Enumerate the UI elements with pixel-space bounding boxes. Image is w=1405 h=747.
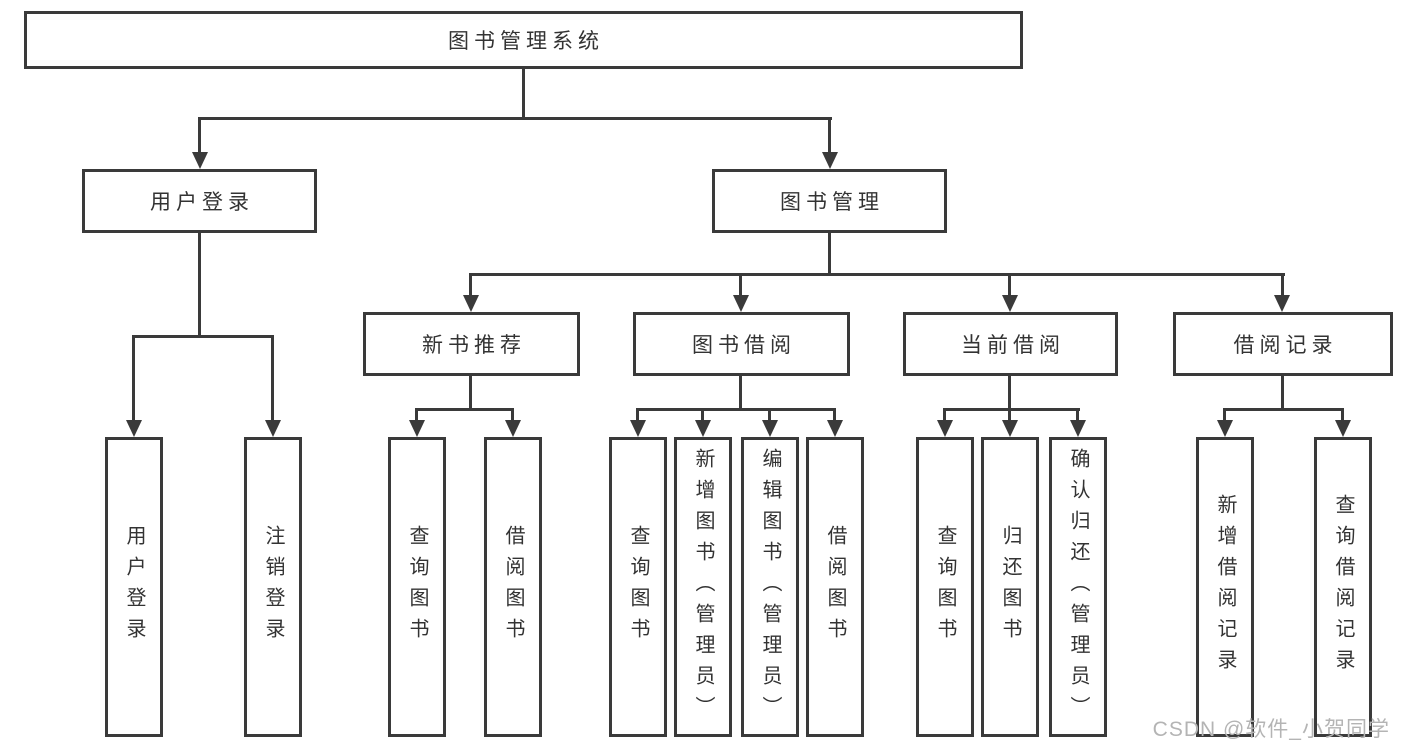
connector-line [1008,273,1011,297]
arrow-down-icon [695,420,711,437]
leaf-edit-book-admin: 编辑图书︵管理员︶ [741,437,799,737]
arrow-down-icon [505,420,521,437]
connector-line [415,408,514,411]
connector-line [739,376,742,408]
connector-line [1223,408,1226,421]
connector-line [132,335,274,338]
node-current-borrowing: 当前借阅 [903,312,1118,376]
connector-line [271,335,274,420]
arrow-down-icon [409,420,425,437]
leaf-query-books-current: 查询图书 [916,437,974,737]
connector-line [636,408,836,411]
arrow-down-icon [1274,295,1290,312]
arrow-down-icon [822,152,838,169]
node-book-borrowing: 图书借阅 [633,312,850,376]
connector-line [511,408,514,421]
leaf-add-borrow-record: 新增借阅记录 [1196,437,1254,737]
arrow-down-icon [463,295,479,312]
connector-line [415,408,418,421]
connector-line [943,408,946,421]
arrow-down-icon [630,420,646,437]
leaf-query-borrow-record: 查询借阅记录 [1314,437,1372,737]
connector-line [132,335,135,420]
leaf-return-book: 归还图书 [981,437,1039,737]
leaf-user-login: 用户登录 [105,437,163,737]
leaf-confirm-return-admin: 确认归还︵管理员︶ [1049,437,1107,737]
arrow-down-icon [762,420,778,437]
node-borrowing-records: 借阅记录 [1173,312,1393,376]
connector-line [636,408,639,421]
connector-line [828,117,831,153]
connector-line [828,233,831,273]
connector-line [1223,408,1344,411]
leaf-borrow-books-recommend: 借阅图书 [484,437,542,737]
connector-line [469,376,472,408]
arrow-down-icon [733,295,749,312]
arrow-down-icon [937,420,953,437]
arrow-down-icon [192,152,208,169]
leaf-add-book-admin: 新增图书︵管理员︶ [674,437,732,737]
leaf-query-books-recommend: 查询图书 [388,437,446,737]
leaf-logout: 注销登录 [244,437,302,737]
watermark-text: CSDN @软件_小贺同学 [1152,718,1390,741]
node-user-login: 用户登录 [82,169,317,233]
connector-line [768,408,771,421]
node-book-management: 图书管理 [712,169,947,233]
arrow-down-icon [1217,420,1233,437]
leaf-query-books-borrow: 查询图书 [609,437,667,737]
connector-line [1008,376,1011,408]
connector-line [1341,408,1344,421]
connector-line [469,273,1285,276]
connector-line [1281,376,1284,408]
connector-line [1008,408,1011,421]
arrow-down-icon [1002,420,1018,437]
arrow-down-icon [827,420,843,437]
connector-line [469,273,472,297]
connector-line [198,117,832,120]
connector-line [522,69,525,117]
arrow-down-icon [1002,295,1018,312]
leaf-borrow-books-borrow: 借阅图书 [806,437,864,737]
arrow-down-icon [126,420,142,437]
arrow-down-icon [265,420,281,437]
node-root: 图书管理系统 [24,11,1023,69]
connector-line [198,117,201,153]
connector-line [943,408,1080,411]
arrow-down-icon [1070,420,1086,437]
arrow-down-icon [1335,420,1351,437]
connector-line [739,273,742,297]
connector-line [833,408,836,421]
node-new-book-recommendation: 新书推荐 [363,312,580,376]
connector-line [701,408,704,421]
connector-line [1076,408,1079,421]
connector-line [198,233,201,335]
connector-line [1281,273,1284,297]
